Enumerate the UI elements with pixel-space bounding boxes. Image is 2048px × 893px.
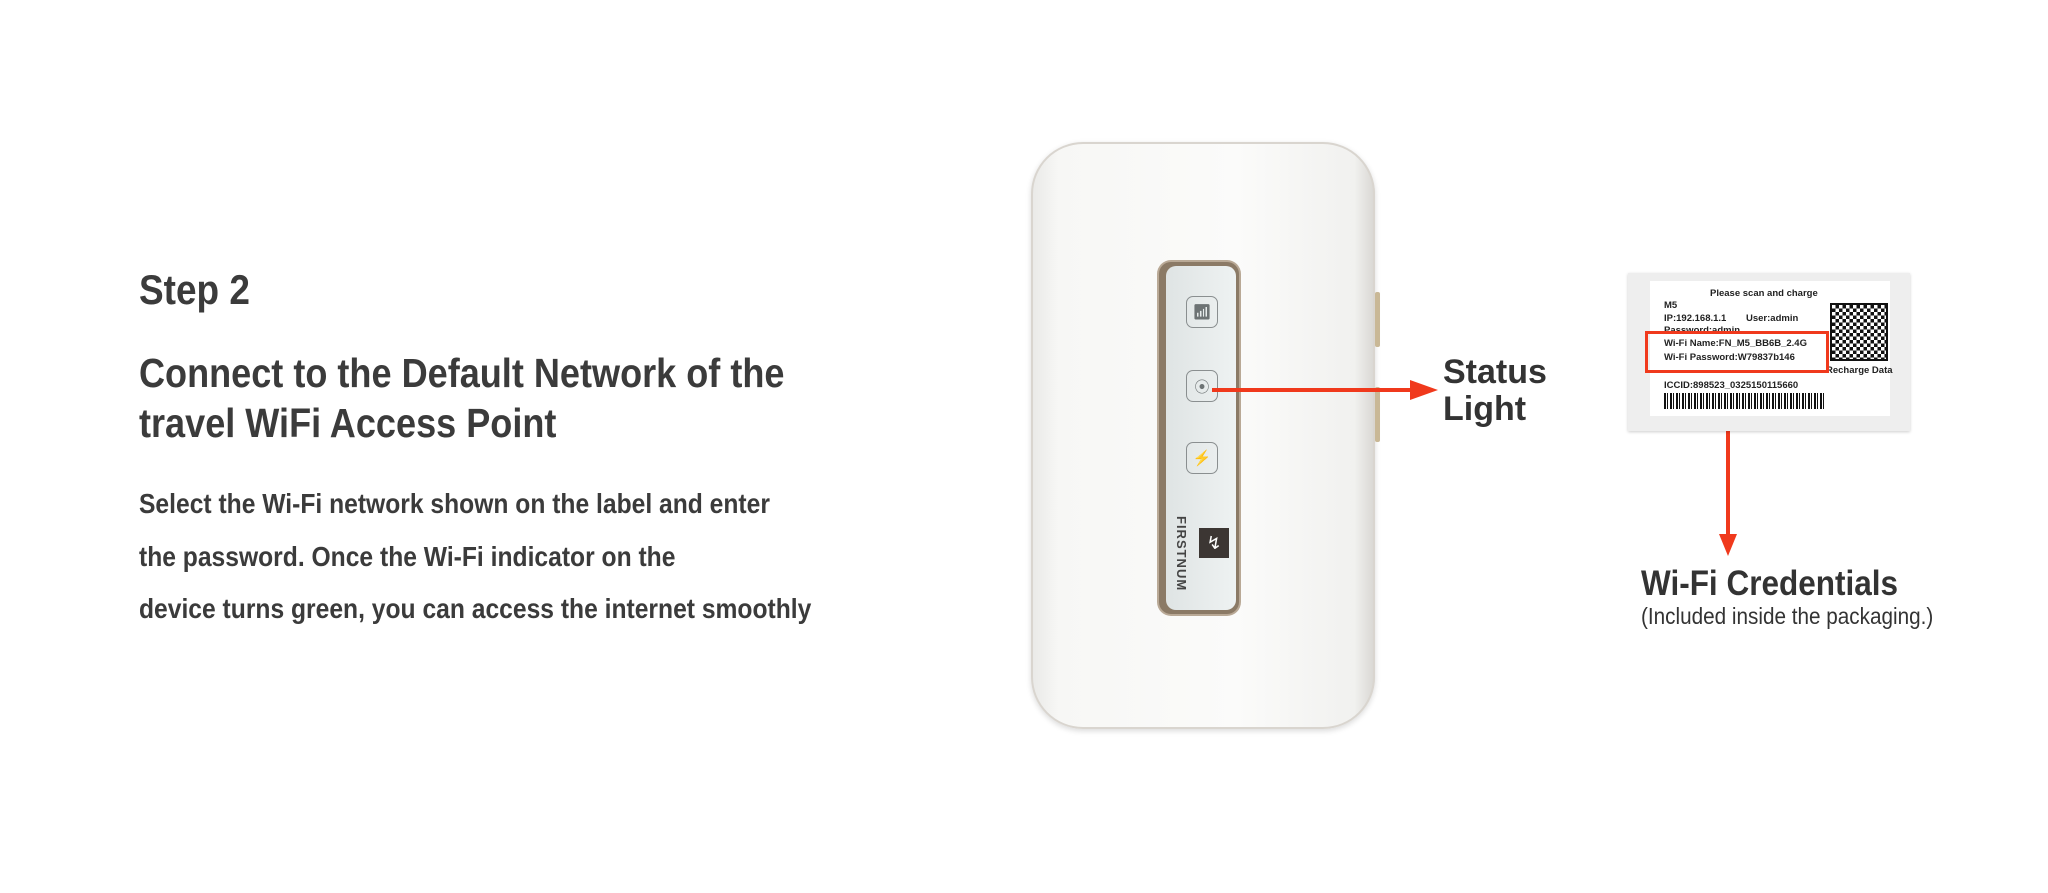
side-button bbox=[1375, 387, 1380, 442]
label-ip: IP:192.168.1.1 bbox=[1664, 313, 1727, 324]
instruction-line: Select the Wi-Fi network shown on the la… bbox=[139, 488, 770, 519]
barcode bbox=[1664, 393, 1824, 409]
wifi-hotspot-device: 📶︎ ⦿ ⚡ FIRSTNUM ↯ bbox=[1031, 142, 1380, 729]
battery-icon: ⚡ bbox=[1186, 442, 1218, 474]
credentials-title: Wi-Fi Credentials bbox=[1641, 564, 1899, 603]
label-recharge: Recharge Data bbox=[1826, 365, 1893, 376]
credentials-label-sticker: Please scan and charge M5 IP:192.168.1.1… bbox=[1628, 273, 1910, 431]
wifi-icon: ⦿ bbox=[1186, 370, 1218, 402]
title-line: Connect to the Default Network of the bbox=[139, 350, 785, 396]
credentials-subtitle: (Included inside the packaging.) bbox=[1641, 603, 1934, 629]
status-light-line: Light bbox=[1443, 390, 1527, 428]
label-admin-password: Password:admin bbox=[1664, 325, 1741, 331]
instruction-line: device turns green, you can access the i… bbox=[139, 593, 812, 624]
label-wifi-password: Wi-Fi Password:W79837b146 bbox=[1664, 352, 1795, 363]
indicator-panel: 📶︎ ⦿ ⚡ FIRSTNUM ↯ bbox=[1159, 262, 1239, 614]
title-line: travel WiFi Access Point bbox=[139, 400, 557, 446]
instruction-line: the password. Once the Wi-Fi indicator o… bbox=[139, 540, 676, 572]
label-wifi-name: Wi-Fi Name:FN_M5_BB6B_2.4G bbox=[1664, 338, 1807, 349]
label-user: User:admin bbox=[1746, 313, 1799, 324]
instructions: Select the Wi-Fi network shown on the la… bbox=[139, 478, 811, 636]
signal-icon: 📶︎ bbox=[1186, 296, 1218, 328]
label-iccid: ICCID:898523_0325150115660 bbox=[1664, 380, 1799, 391]
brand-logo-icon: ↯ bbox=[1199, 528, 1229, 558]
label-title: Please scan and charge bbox=[1710, 288, 1818, 299]
page-title: Connect to the Default Network of the tr… bbox=[139, 348, 784, 448]
status-arrow bbox=[1212, 380, 1438, 400]
status-light-line: Status bbox=[1443, 353, 1547, 391]
side-button bbox=[1375, 292, 1380, 347]
qr-code bbox=[1830, 303, 1888, 361]
status-light-label: Status Light bbox=[1443, 354, 1547, 428]
credentials-highlight-box bbox=[1645, 331, 1829, 373]
brand-logo-text: FIRSTNUM bbox=[1174, 516, 1189, 592]
step-label: Step 2 bbox=[139, 266, 250, 313]
label-model: M5 bbox=[1664, 300, 1678, 311]
